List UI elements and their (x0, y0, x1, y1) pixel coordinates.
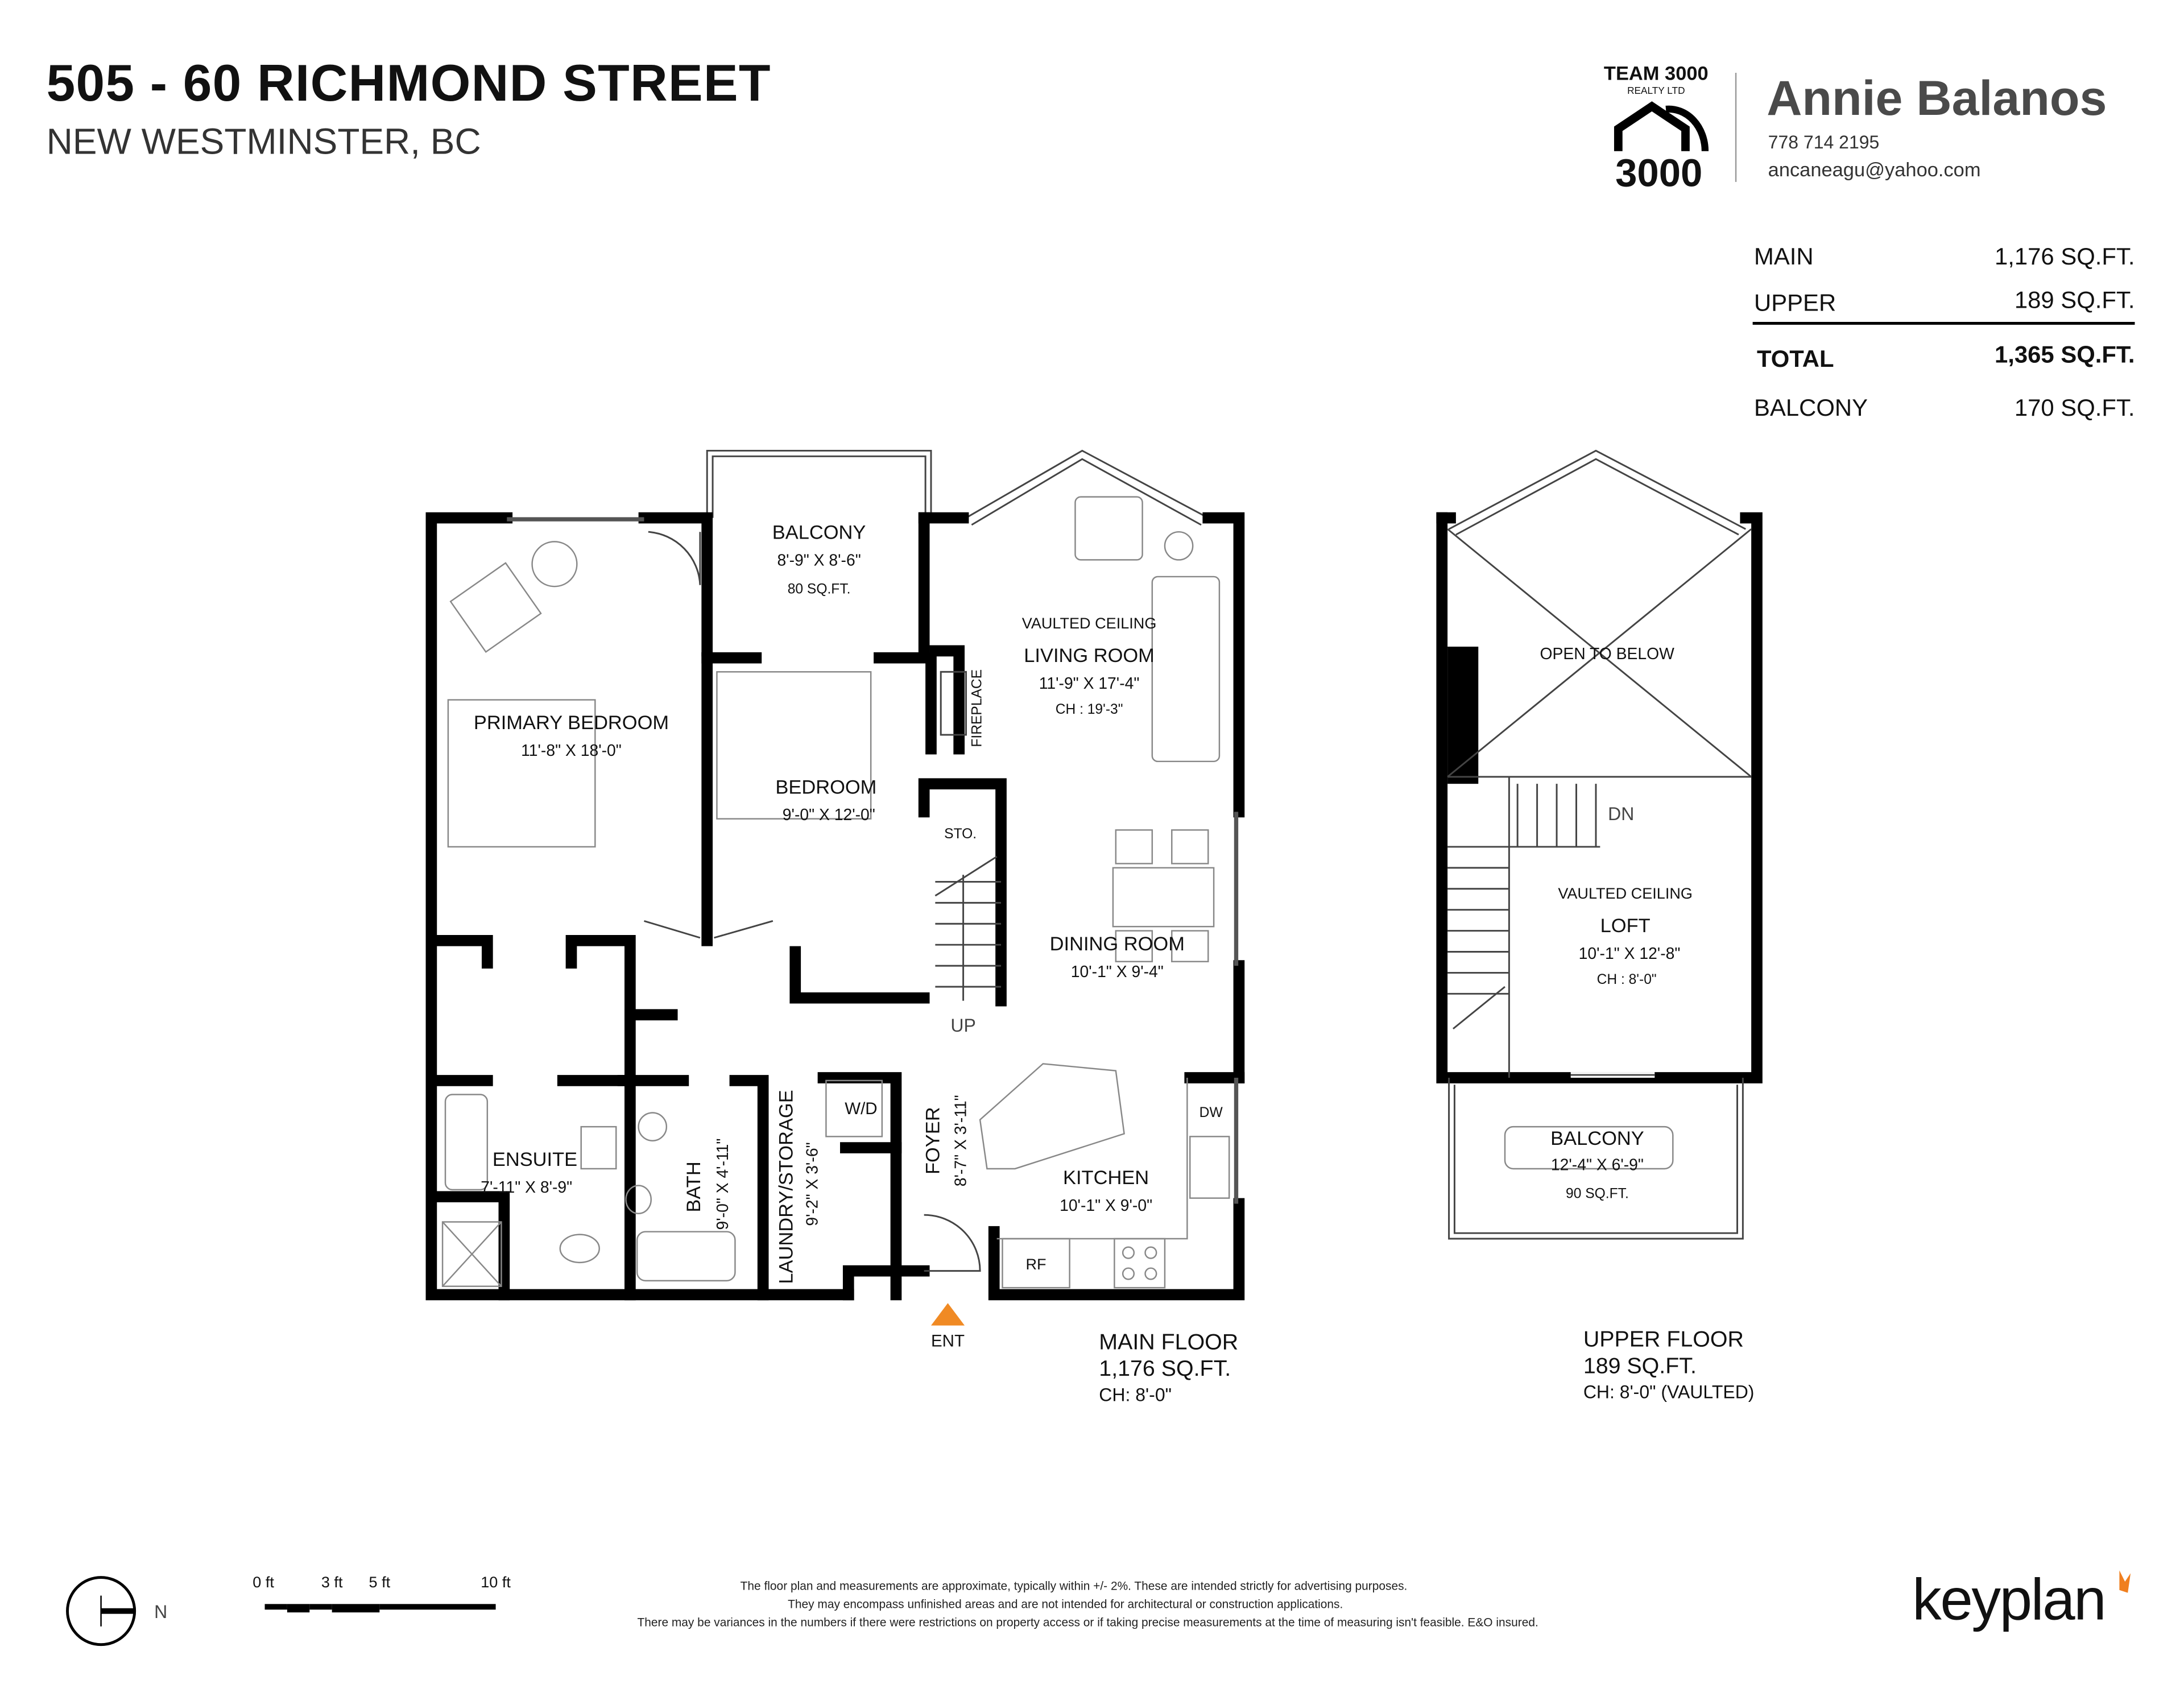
svg-text:189 SQ.FT.: 189 SQ.FT. (1583, 1353, 1697, 1378)
north-compass-icon (66, 1576, 136, 1646)
bath-dims: 9'-0" X 4'-11" (713, 1139, 731, 1230)
svg-text:1,176 SQ.FT.: 1,176 SQ.FT. (1995, 243, 2135, 270)
svg-text:MAIN: MAIN (1754, 243, 1814, 270)
entrance-arrow-icon (930, 1303, 965, 1326)
svg-text:UPPER FLOOR: UPPER FLOOR (1583, 1327, 1744, 1352)
svg-text:UPPER: UPPER (1754, 289, 1836, 316)
upper-balcony-area: 90 SQ.FT. (1566, 1186, 1629, 1202)
living-room-dims: 11'-9" X 17'-4" (1039, 674, 1140, 692)
svg-text:1,365 SQ.FT.: 1,365 SQ.FT. (1995, 341, 2135, 367)
washer-dryer-label: W/D (845, 1099, 877, 1118)
living-room-label: LIVING ROOM (1024, 645, 1155, 667)
svg-text:5 ft: 5 ft (369, 1573, 391, 1591)
bath-label: BATH (683, 1161, 705, 1212)
primary-bedroom-dims: 11'-8" X 18'-0" (521, 741, 622, 759)
svg-text:BALCONY: BALCONY (1754, 394, 1868, 421)
svg-text:189 SQ.FT.: 189 SQ.FT. (2015, 286, 2135, 313)
stairs-up-label: UP (950, 1015, 975, 1036)
entrance-label: ENT (931, 1332, 965, 1351)
city-subtitle: NEW WESTMINSTER, BC (47, 121, 481, 162)
team-3000-logo: TEAM 3000 REALTY LTD 3000 (1604, 63, 1709, 195)
area-summary-table: MAIN 1,176 SQ.FT. UPPER 189 SQ.FT. TOTAL… (1752, 243, 2135, 421)
dining-room-label: DINING ROOM (1050, 933, 1185, 955)
svg-text:170 SQ.FT.: 170 SQ.FT. (2015, 394, 2135, 421)
open-to-below-label: OPEN TO BELOW (1540, 644, 1674, 663)
dishwasher-label: DW (1199, 1105, 1223, 1120)
address-title: 505 - 60 RICHMOND STREET (47, 55, 771, 112)
foyer-label: FOYER (923, 1107, 944, 1174)
kitchen-dims: 10'-1" X 9'-0" (1060, 1196, 1152, 1214)
keyplan-logo: keyplan (1912, 1566, 2105, 1632)
living-note: VAULTED CEILING (1022, 614, 1157, 632)
primary-bedroom-label: PRIMARY BEDROOM (474, 712, 669, 734)
ensuite-label: ENSUITE (493, 1149, 577, 1170)
fireplace-label: FIREPLACE (970, 669, 985, 747)
svg-text:There may be variances in the: There may be variances in the numbers if… (637, 1616, 1538, 1629)
scale-bar: 0 ft 3 ft 5 ft 10 ft (253, 1573, 511, 1613)
bedroom-label: BEDROOM (775, 776, 876, 798)
storage-label: STO. (944, 826, 977, 842)
kitchen-label: KITCHEN (1063, 1167, 1149, 1189)
agent-phone[interactable]: 778 714 2195 (1768, 132, 1880, 152)
upper-balcony-label: BALCONY (1550, 1128, 1644, 1149)
stairs-down-label: DN (1608, 804, 1634, 824)
compass-north-label: N (154, 1602, 167, 1622)
svg-text:They may encompass unfinished: They may encompass unfinished areas and … (788, 1598, 1343, 1611)
svg-text:0 ft: 0 ft (253, 1573, 274, 1591)
svg-text:3000: 3000 (1615, 151, 1702, 195)
main-floor-caption: MAIN FLOOR 1,176 SQ.FT. CH: 8'-0" (1099, 1329, 1238, 1405)
upper-balcony-dims: 12'-4" X 6'-9" (1551, 1155, 1644, 1173)
balcony-label: BALCONY (772, 522, 866, 543)
svg-text:1,176 SQ.FT.: 1,176 SQ.FT. (1099, 1356, 1231, 1381)
balcony-dims: 8'-9" X 8'-6" (777, 551, 861, 569)
loft-label: LOFT (1600, 915, 1651, 937)
living-room-ch: CH : 19'-3" (1056, 702, 1123, 717)
upper-floor-caption: UPPER FLOOR 189 SQ.FT. CH: 8'-0" (VAULTE… (1583, 1327, 1755, 1402)
upper-floor-plan: OPEN TO BELOW DN VAULTED CEILING LOFT 10… (1436, 449, 1763, 1240)
dining-room-dims: 10'-1" X 9'-4" (1071, 962, 1164, 980)
agent-name: Annie Balanos (1767, 71, 2107, 126)
ensuite-dims: 7'-11" X 8'-9" (481, 1178, 572, 1196)
svg-text:MAIN FLOOR: MAIN FLOOR (1099, 1329, 1238, 1354)
svg-text:10 ft: 10 ft (481, 1573, 511, 1591)
svg-text:TEAM 3000: TEAM 3000 (1604, 63, 1709, 84)
svg-text:REALTY LTD: REALTY LTD (1627, 85, 1685, 96)
fridge-label: RF (1026, 1255, 1046, 1273)
svg-text:The floor plan and measurement: The floor plan and measurements are appr… (741, 1580, 1408, 1593)
foyer-dims: 8'-7" X 3'-11" (952, 1095, 970, 1186)
bedroom-dims: 9'-0" X 12'-0" (783, 805, 875, 824)
main-floor-plan: BALCONY 8'-9" X 8'-6" 80 SQ.FT. VAULTED … (425, 449, 1245, 1351)
disclaimer: The floor plan and measurements are appr… (637, 1580, 1538, 1629)
loft-dims: 10'-1" X 12'-8" (1579, 944, 1681, 962)
svg-text:TOTAL: TOTAL (1757, 345, 1834, 372)
svg-text:CH: 8'-0": CH: 8'-0" (1099, 1384, 1172, 1405)
svg-text:3 ft: 3 ft (321, 1573, 343, 1591)
laundry-dims: 9'-2" X 3'-6" (803, 1142, 821, 1226)
laundry-label: LAUNDRY/STORAGE (775, 1090, 797, 1284)
agent-email[interactable]: ancaneagu@yahoo.com (1768, 159, 1981, 181)
svg-text:CH: 8'-0" (VAULTED): CH: 8'-0" (VAULTED) (1583, 1382, 1755, 1402)
balcony-area: 80 SQ.FT. (788, 581, 851, 597)
keyplan-flame-icon (2119, 1570, 2131, 1593)
loft-note: VAULTED CEILING (1558, 884, 1693, 902)
loft-ch: CH : 8'-0" (1597, 972, 1657, 987)
